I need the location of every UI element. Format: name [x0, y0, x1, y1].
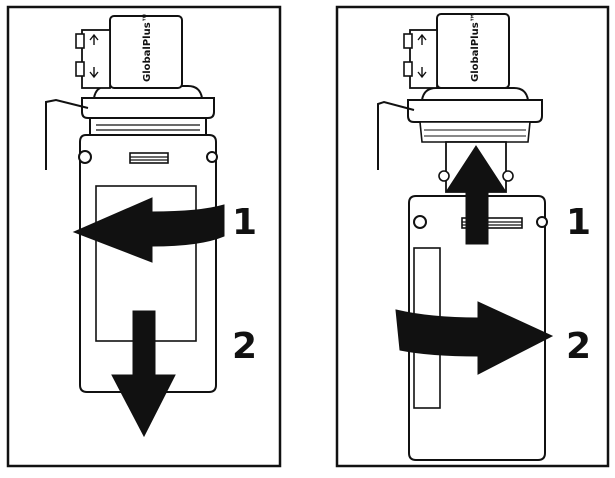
step-number-left-2: 2: [232, 326, 257, 367]
jar-left-knob-l: [78, 150, 92, 164]
lid-right-dome: [420, 87, 530, 101]
lid-right-valve: [409, 29, 438, 89]
brand-label-right: GlobalPlus™: [470, 12, 481, 82]
lid-right-threads: [419, 121, 531, 143]
arrow-left-step2: [111, 310, 176, 438]
lid-right-collar: [407, 99, 543, 123]
panel-left: GlobalPlus™ 1 2: [6, 5, 282, 468]
lid-left-collar: [81, 97, 215, 119]
arrow-left-step1: [72, 197, 225, 263]
jar-right-knob-r: [536, 216, 548, 228]
jar-right-knob-l: [413, 215, 427, 229]
jar-right-vent: [461, 217, 523, 229]
arrow-right-step2: [395, 301, 554, 375]
arrow-right-step1: [445, 145, 507, 245]
step-number-right-1: 1: [566, 202, 591, 243]
jar-left-neck: [89, 117, 207, 136]
step-number-right-2: 2: [566, 326, 591, 367]
lid-left-handle: [45, 98, 89, 170]
jar-left-vent: [129, 152, 169, 164]
lid-left-valve: [81, 29, 111, 89]
panel-right: GlobalPlus™ 1 2: [335, 5, 610, 468]
step-number-left-1: 1: [232, 202, 257, 243]
lid-right-handle: [377, 100, 415, 170]
brand-label-left: GlobalPlus™: [142, 12, 153, 82]
lid-left: GlobalPlus™: [45, 12, 215, 170]
jar-left-knob-r: [206, 151, 218, 163]
